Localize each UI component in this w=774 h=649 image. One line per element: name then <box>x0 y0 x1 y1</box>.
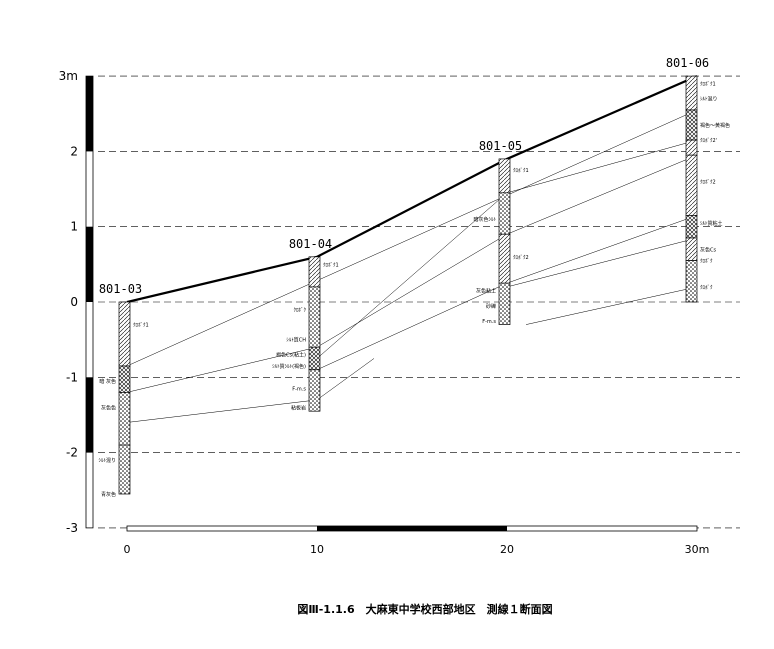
x-tick-label: 0 <box>124 543 131 556</box>
correlation-line <box>126 154 698 393</box>
layer-label: ｼﾙﾄ質粘土 <box>700 220 723 227</box>
y-tick-label: 0 <box>70 295 78 309</box>
borehole-layer <box>685 154 698 216</box>
borehole-801-04: 801-04 ｸﾛﾎﾞｸ1 ｸﾛﾎﾞｸ ｼﾙﾄ質CH 褐色Cs(粘土) ｼﾙﾄ質ｼﾙﾄ(褐… <box>272 237 339 412</box>
horizontal-scale-segment <box>317 526 507 531</box>
layer-label: F-m.s <box>482 319 496 325</box>
layer-label: 褐色Cs(粘土) <box>276 352 306 359</box>
vertical-scale-bar <box>85 75 94 529</box>
correlation-line <box>525 286 698 325</box>
layer-label: 粘板岩 <box>291 404 306 411</box>
layer-label: ｸﾛﾎﾞｸ1 <box>323 261 339 268</box>
y-tick-label: -1 <box>66 370 78 384</box>
borehole-layer <box>685 237 698 261</box>
layer-label: ｼﾙﾄ混り <box>700 96 718 103</box>
borehole-layer <box>118 392 131 446</box>
borehole-name: 801-05 <box>479 139 522 153</box>
layer-label: 灰色Cs <box>700 246 716 253</box>
layer-label: 褐色～黄褐色 <box>700 122 730 129</box>
borehole-layer <box>498 282 511 325</box>
x-tick-label: 10 <box>310 543 324 556</box>
borehole-layer <box>498 192 511 235</box>
y-tick-label: 1 <box>70 220 78 234</box>
layer-label: ｸﾛﾎﾞｸ <box>700 258 713 265</box>
layer-label: ｸﾛﾎﾞｸ1 <box>133 322 149 329</box>
borehole-name: 801-06 <box>666 56 709 70</box>
elevation-gridlines <box>98 75 740 529</box>
borehole-layer <box>308 346 321 371</box>
layer-label: ｼﾙﾄ質CH <box>286 337 306 344</box>
borehole-layer <box>498 158 511 194</box>
layer-correlation-lines <box>126 109 698 423</box>
y-tick-label: 3m <box>59 69 78 83</box>
borehole-layer <box>118 444 131 495</box>
vertical-scale-segment <box>86 226 93 302</box>
layer-label: 青灰色 <box>101 491 116 498</box>
layer-label: 暗 灰色 <box>99 378 116 385</box>
distance-tick-labels: 0 10 20 30m <box>124 543 710 556</box>
correlation-line <box>506 237 698 288</box>
figure-caption: 図Ⅲ-1.1.6 大麻東中学校西部地区 測線１断面図 <box>297 602 552 616</box>
y-tick-label: 2 <box>70 144 78 158</box>
vertical-scale-segment <box>86 377 93 453</box>
borehole-layer <box>118 365 131 393</box>
layer-label: ｸﾛﾎﾞｸ <box>293 307 306 314</box>
layer-label: 灰色色 <box>101 404 116 411</box>
y-tick-label: -2 <box>66 446 78 460</box>
borehole-layer <box>118 301 131 367</box>
borehole-name: 801-03 <box>99 282 142 296</box>
x-tick-label: 30m <box>685 543 710 556</box>
layer-label: 砂礫 <box>486 303 496 310</box>
layer-label: 灰色粘土 <box>476 288 496 295</box>
layer-label: ｸﾛﾎﾞｸ <box>700 284 713 291</box>
layer-label: ｸﾛﾎﾞｸ2 <box>700 179 716 186</box>
correlation-line <box>126 109 698 367</box>
borehole-layer <box>308 369 321 412</box>
borehole-layer <box>685 139 698 156</box>
layer-label: 暗灰色ｼﾙﾄ <box>473 216 496 223</box>
borehole-layer <box>308 286 321 348</box>
ground-surface-line <box>126 75 698 304</box>
borehole-layer <box>685 109 698 141</box>
ground-surface <box>126 75 698 304</box>
layer-label: F-m.s <box>292 387 306 393</box>
layer-label: ｼﾙﾄ質ｼﾙﾄ(褐色) <box>272 363 306 370</box>
x-tick-label: 20 <box>500 543 514 556</box>
layer-label: ｸﾛﾎﾞｸ1 <box>513 167 529 174</box>
y-tick-label: -3 <box>66 521 78 535</box>
borehole-name: 801-04 <box>289 237 332 251</box>
horizontal-scale-bar <box>126 525 698 532</box>
borehole-layer <box>308 256 321 288</box>
borehole-layer <box>685 75 698 111</box>
correlation-line <box>126 358 375 423</box>
borehole-layer <box>685 260 698 303</box>
layer-label: ｼﾙﾄ混り <box>98 457 116 464</box>
borehole-layer <box>498 233 511 284</box>
elevation-tick-labels: 3m 2 1 0 -1 -2 -3 <box>59 69 78 535</box>
borehole-layer <box>685 215 698 239</box>
layer-label: ｸﾛﾎﾞｸ1 <box>700 81 716 88</box>
layer-label: ｸﾛﾎﾞｸ2' <box>700 137 717 144</box>
layer-label: ｸﾛﾎﾞｸ2 <box>513 254 529 261</box>
vertical-scale-segment <box>86 76 93 152</box>
